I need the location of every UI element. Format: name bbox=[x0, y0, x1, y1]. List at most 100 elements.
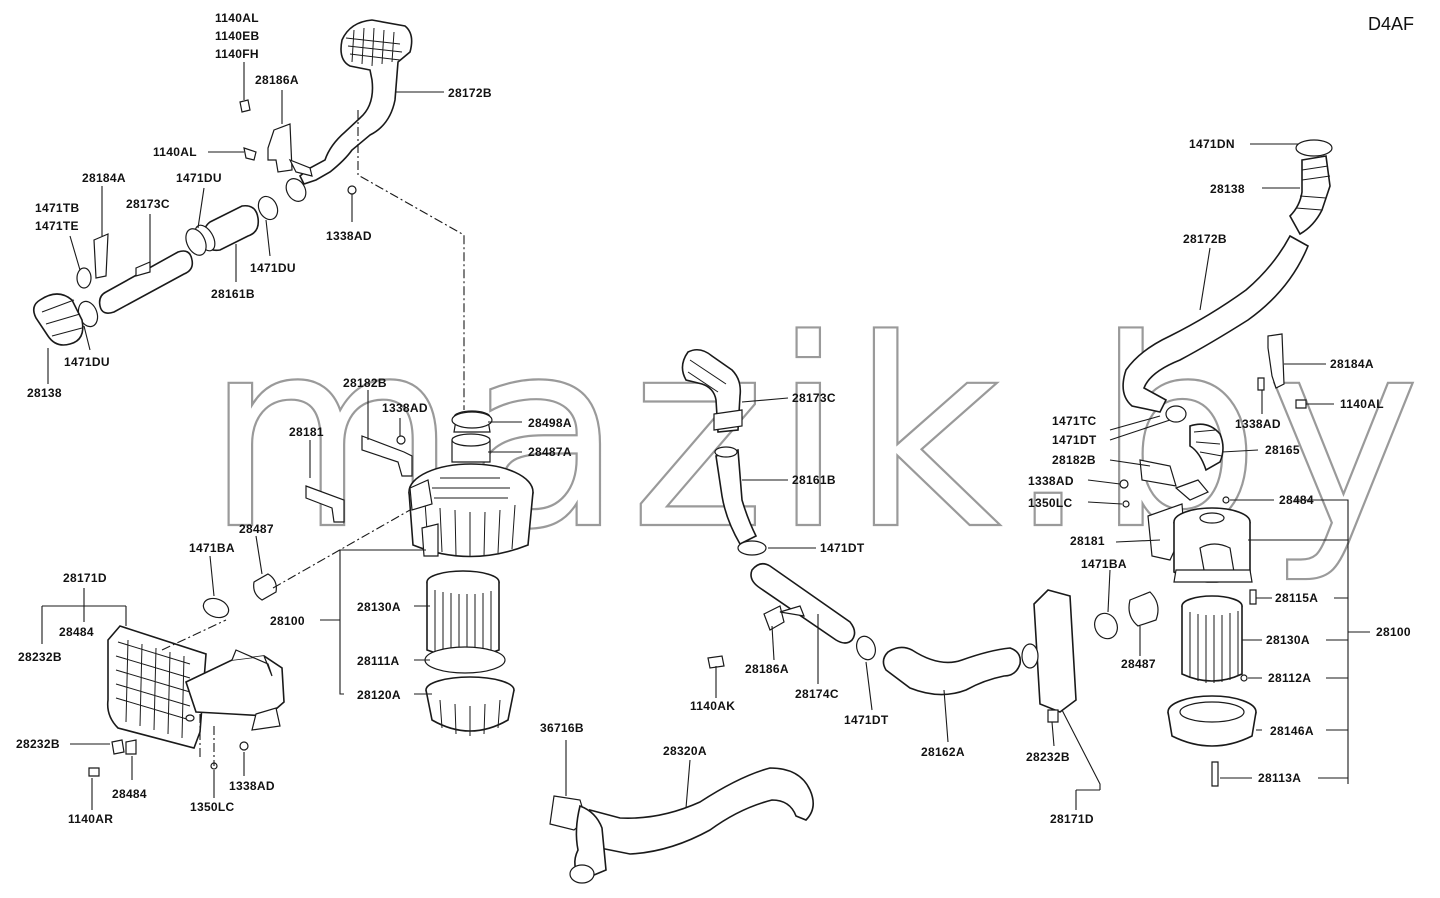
label-28173C-left: 28173C bbox=[126, 197, 170, 211]
label-1471DN: 1471DN bbox=[1189, 137, 1235, 151]
label-1140FH: 1140FH bbox=[215, 47, 259, 61]
label-28100-right: 28100 bbox=[1376, 625, 1411, 639]
label-1338AD-low: 1338AD bbox=[229, 779, 275, 793]
label-28186A-mid: 28186A bbox=[745, 662, 789, 676]
left-pipe-28173C bbox=[93, 233, 194, 314]
routing-lines bbox=[161, 110, 465, 766]
label-1338AD-left: 1338AD bbox=[382, 401, 428, 415]
label-28184A-left: 28184A bbox=[82, 171, 126, 185]
right-aircleaner-28100 bbox=[1173, 507, 1253, 583]
label-28172B-left: 28172B bbox=[448, 86, 492, 100]
left-filter-28130A bbox=[426, 570, 500, 658]
label-28182B-right: 28182B bbox=[1052, 453, 1096, 467]
mid-pipe-28174C bbox=[707, 562, 856, 669]
label-1140AL-top: 1140AL bbox=[215, 11, 259, 25]
label-28487A: 28487A bbox=[528, 445, 572, 459]
label-1338AD-top: 1338AD bbox=[326, 229, 372, 243]
label-1140AL-right: 1140AL bbox=[1340, 397, 1384, 411]
label-28120A: 28120A bbox=[357, 688, 401, 702]
label-28138-left: 28138 bbox=[27, 386, 62, 400]
left-snorkel-28172B bbox=[285, 19, 413, 202]
label-28232B-left-top: 28232B bbox=[18, 650, 62, 664]
label-1140AL-left: 1140AL bbox=[153, 145, 197, 159]
label-1471BA-right: 1471BA bbox=[1081, 557, 1127, 571]
label-1471DT-right: 1471DT bbox=[1052, 433, 1097, 447]
left-aircleaner-28100 bbox=[408, 410, 534, 558]
label-28184A-right: 28184A bbox=[1330, 357, 1374, 371]
left-ring-28111A bbox=[424, 646, 506, 674]
left-clamp-1471BA bbox=[202, 597, 230, 619]
right-elbow-28138 bbox=[1289, 139, 1333, 236]
label-1471DT-low: 1471DT bbox=[844, 713, 889, 727]
label-1140EB: 1140EB bbox=[215, 29, 260, 43]
mid-clamps-1471DT bbox=[737, 540, 877, 661]
label-28161B-left: 28161B bbox=[211, 287, 255, 301]
label-28100-left: 28100 bbox=[270, 614, 305, 628]
label-1471DT-mid: 1471DT bbox=[820, 541, 865, 555]
label-28130A-right: 28130A bbox=[1266, 633, 1310, 647]
label-1471TE: 1471TE bbox=[35, 219, 79, 233]
right-clamp-1471BA bbox=[1094, 612, 1118, 640]
label-28484-left-top: 28484 bbox=[59, 625, 94, 639]
left-bracket-28181 bbox=[305, 485, 345, 523]
label-1471BA-left: 1471BA bbox=[189, 541, 235, 555]
label-28112A: 28112A bbox=[1268, 671, 1311, 685]
right-hose-28165 bbox=[1165, 405, 1224, 472]
label-28484-right: 28484 bbox=[1279, 493, 1314, 507]
right-bolt-28113A bbox=[1211, 761, 1219, 787]
label-28172B-right: 28172B bbox=[1183, 232, 1227, 246]
leader-lines bbox=[41, 62, 1370, 810]
right-bracket-28184A bbox=[1267, 333, 1307, 409]
label-1471DU-mid: 1471DU bbox=[250, 261, 296, 275]
label-28498A: 28498A bbox=[528, 416, 572, 430]
label-28171D-left: 28171D bbox=[63, 571, 107, 585]
label-28181-right: 28181 bbox=[1070, 534, 1105, 548]
label-28174C: 28174C bbox=[795, 687, 839, 701]
left-precleaner-28171D bbox=[106, 625, 285, 749]
label-28138-right: 28138 bbox=[1210, 182, 1245, 196]
label-1350LC-right: 1350LC bbox=[1028, 496, 1073, 510]
label-28320A: 28320A bbox=[663, 744, 707, 758]
right-small-parts bbox=[1119, 377, 1265, 682]
label-28487-right: 28487 bbox=[1121, 657, 1156, 671]
label-28232B-right: 28232B bbox=[1026, 750, 1070, 764]
right-precleaner-28171D bbox=[1021, 589, 1077, 723]
label-28146A: 28146A bbox=[1270, 724, 1314, 738]
label-28115A: 28115A bbox=[1275, 591, 1318, 605]
label-28173C-mid: 28173C bbox=[792, 391, 836, 405]
label-28165: 28165 bbox=[1265, 443, 1300, 457]
label-28181-left: 28181 bbox=[289, 425, 324, 439]
label-1471DU-top: 1471DU bbox=[176, 171, 222, 185]
label-1338AD-right-top: 1338AD bbox=[1235, 417, 1281, 431]
right-filter-28130A bbox=[1181, 589, 1257, 683]
label-1471TB: 1471TB bbox=[35, 201, 80, 215]
label-28232B-left-low: 28232B bbox=[16, 737, 60, 751]
right-ring-28487 bbox=[1128, 591, 1159, 627]
label-1140AK: 1140AK bbox=[690, 699, 735, 713]
label-1471DU-low: 1471DU bbox=[64, 355, 110, 369]
label-1338AD-right: 1338AD bbox=[1028, 474, 1074, 488]
mid-pipe-28320A bbox=[549, 767, 814, 884]
label-28182B-left: 28182B bbox=[343, 376, 387, 390]
mid-pipe-28173C bbox=[681, 348, 743, 433]
mid-hose-28162A bbox=[882, 646, 1022, 696]
label-28111A: 28111A bbox=[357, 654, 400, 668]
label-28162A: 28162A bbox=[921, 745, 965, 759]
left-cap-28120A bbox=[425, 676, 515, 736]
right-cap-28146A bbox=[1167, 695, 1257, 747]
mid-hose-28161B bbox=[714, 446, 758, 546]
label-1350LC-left: 1350LC bbox=[190, 800, 235, 814]
diagram-code: D4AF bbox=[1368, 14, 1414, 34]
left-ring-28487 bbox=[253, 573, 277, 601]
left-elbow-28138 bbox=[32, 293, 84, 346]
label-28487-left: 28487 bbox=[239, 522, 274, 536]
label-36716B: 36716B bbox=[540, 721, 584, 735]
label-1140AR: 1140AR bbox=[68, 812, 113, 826]
label-28171D-right: 28171D bbox=[1050, 812, 1094, 826]
label-28161B-mid: 28161B bbox=[792, 473, 836, 487]
left-bracket-28182B bbox=[361, 435, 413, 477]
part-labels: 1140AL 1140EB 1140FH 28186A 28172B 1140A… bbox=[16, 11, 1411, 826]
label-28130A-left: 28130A bbox=[357, 600, 401, 614]
